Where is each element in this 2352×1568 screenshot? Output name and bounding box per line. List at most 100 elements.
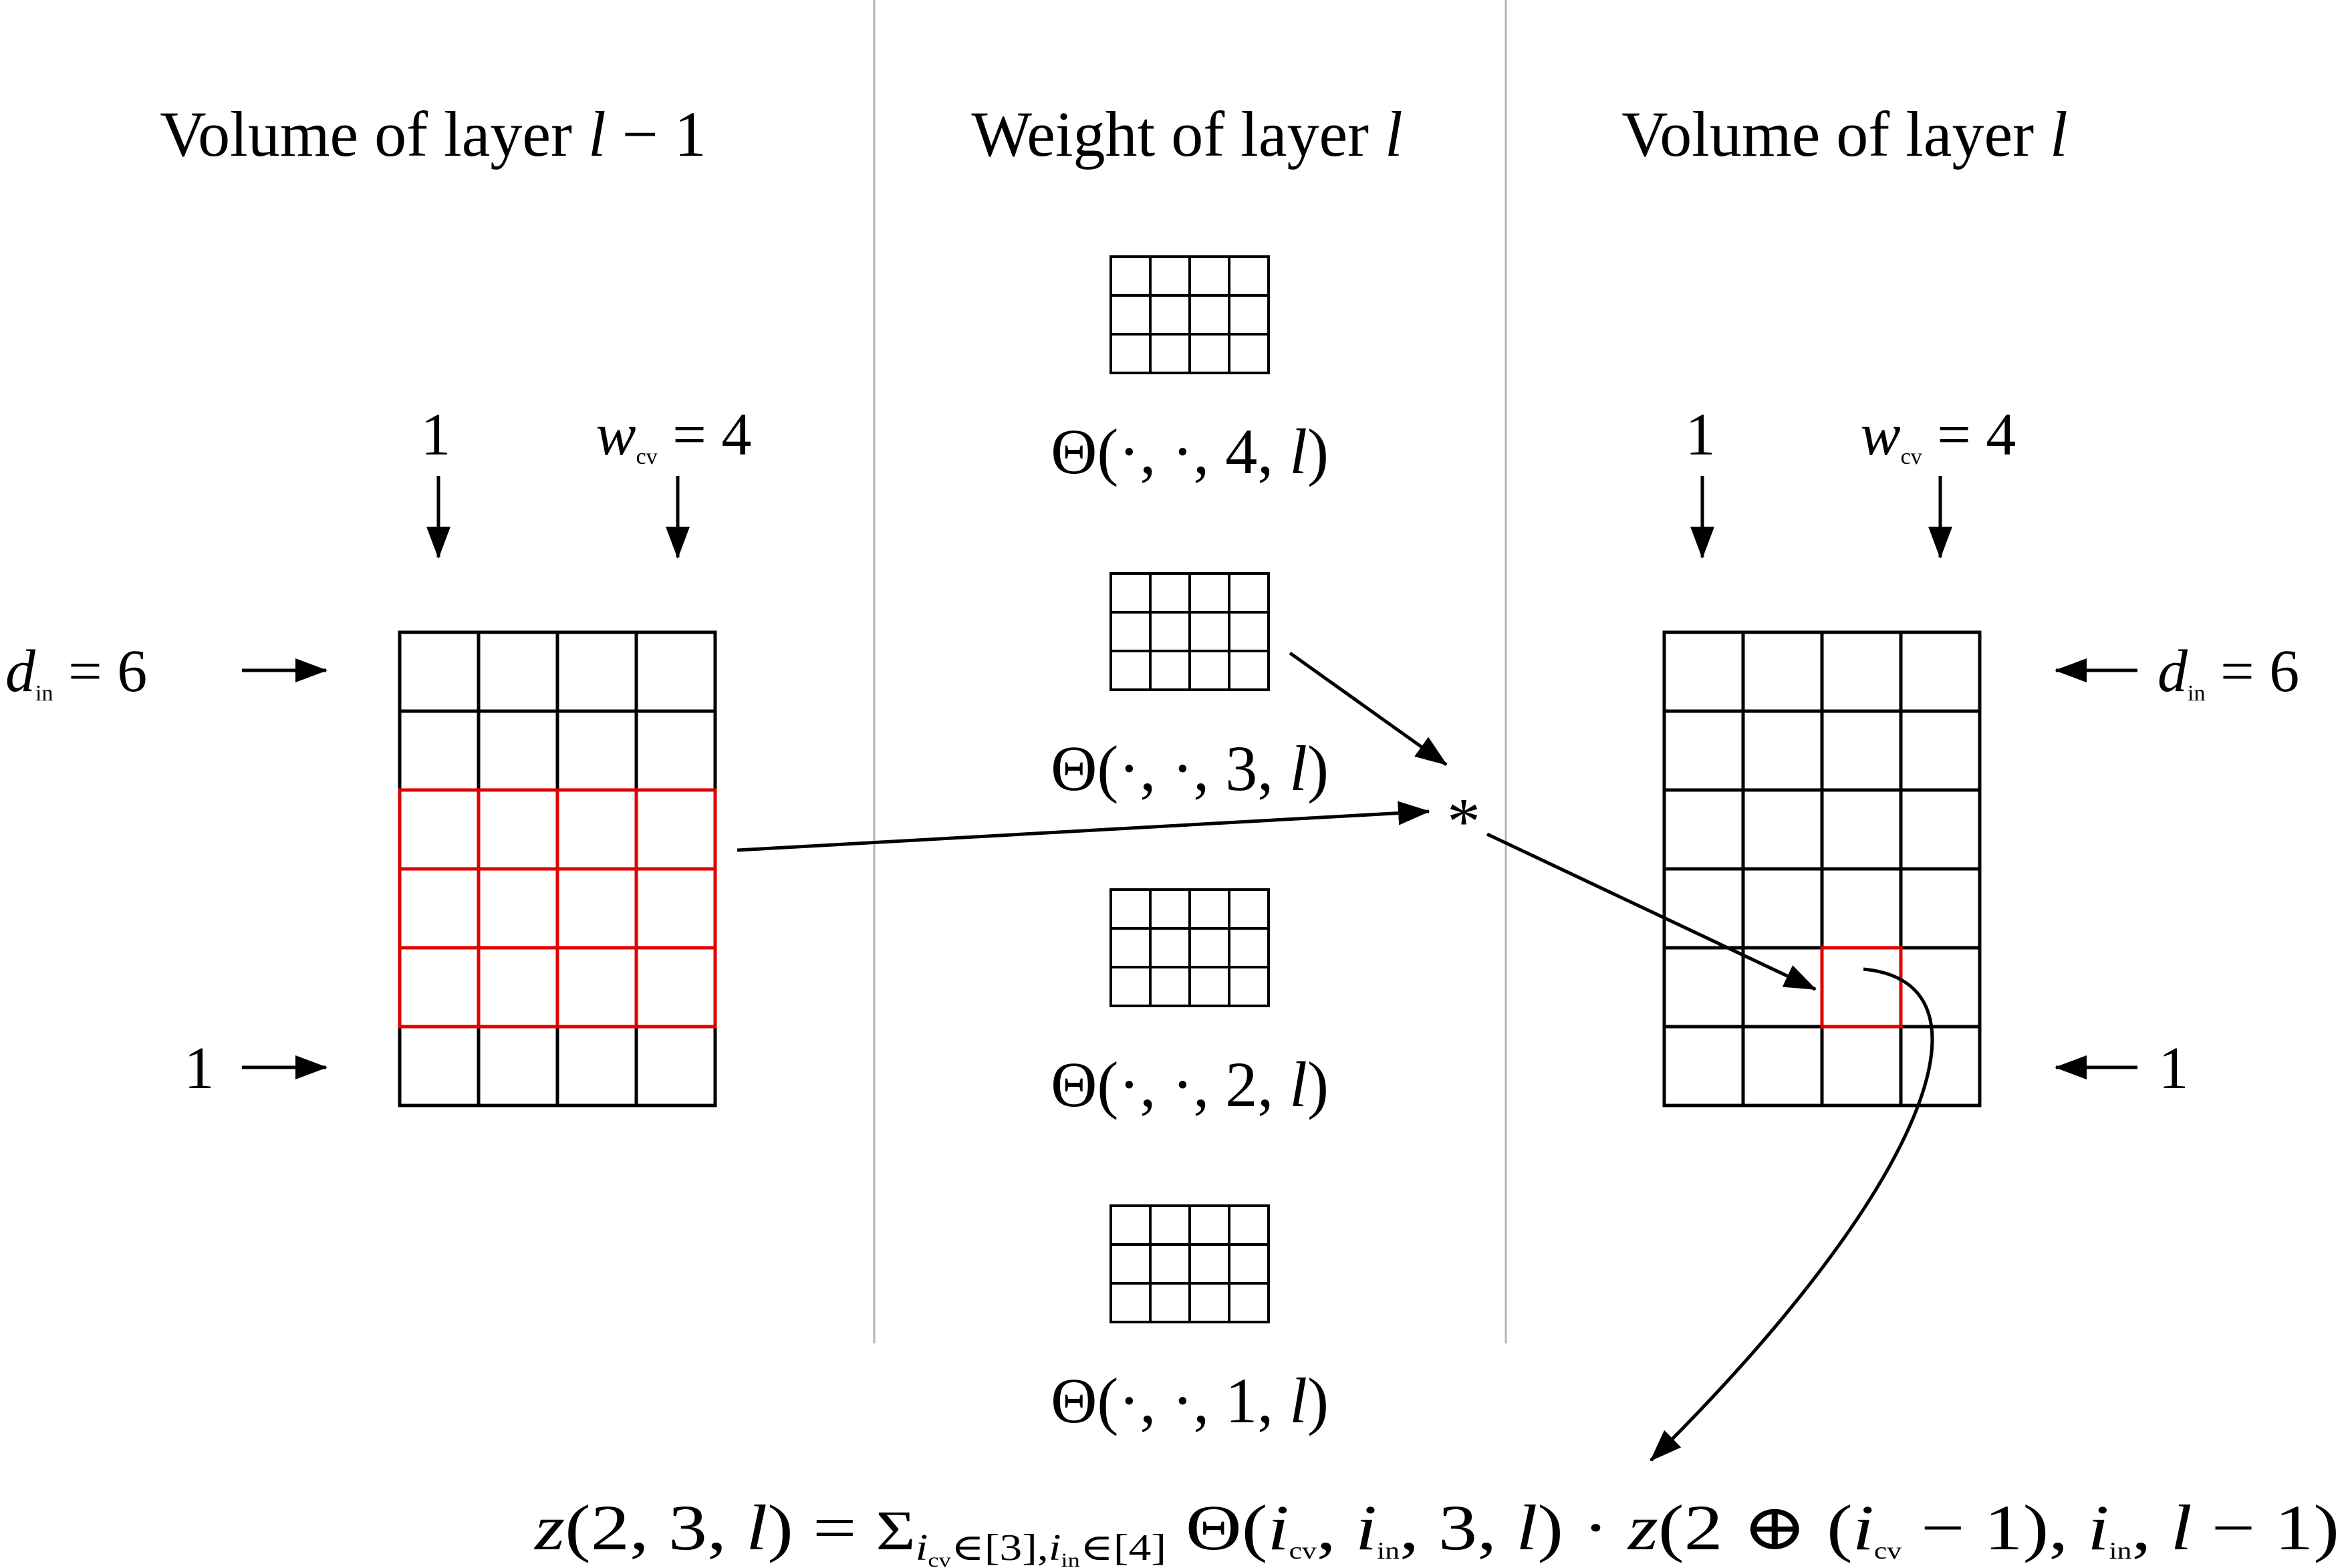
output-volume-cell bbox=[1820, 709, 1903, 792]
weight-cell bbox=[1149, 1243, 1191, 1285]
output-volume-cell bbox=[1741, 788, 1824, 871]
input-volume-highlighted-cell bbox=[398, 788, 481, 871]
output-volume-cell bbox=[1899, 709, 1982, 792]
output-top-label-wcv: wcv = 4 bbox=[1861, 402, 2016, 469]
weight-filter-2: Θ(·, ·, 2, l) bbox=[1051, 888, 1329, 1120]
output-volume-cell bbox=[1662, 946, 1745, 1029]
weight-cell bbox=[1109, 966, 1152, 1007]
input-volume-cell bbox=[477, 630, 559, 713]
output-volume-highlighted-cell bbox=[1820, 946, 1903, 1029]
weight-cell bbox=[1228, 333, 1270, 374]
input-volume-highlighted-cell bbox=[555, 788, 638, 871]
output-volume-cell bbox=[1741, 709, 1824, 792]
weight-cell bbox=[1109, 1204, 1152, 1246]
output-volume-cell bbox=[1662, 788, 1745, 871]
weight-cell bbox=[1109, 888, 1152, 930]
input-volume-highlighted-cell bbox=[477, 788, 559, 871]
weight-filter-4: Θ(·, ·, 4, l) bbox=[1051, 255, 1329, 487]
weight-label: Θ(·, ·, 3, l) bbox=[1051, 733, 1329, 804]
input-volume-cell bbox=[634, 709, 717, 792]
arrow-operator-to-output bbox=[1486, 832, 1817, 991]
weight-cell bbox=[1188, 927, 1230, 968]
weight-cell bbox=[1188, 572, 1230, 614]
output-volume-cell bbox=[1741, 867, 1824, 950]
weight-cell bbox=[1149, 1282, 1191, 1323]
input-side-label-din: din = 6 bbox=[5, 638, 147, 706]
input-volume-cell bbox=[555, 709, 638, 792]
weight-cell bbox=[1149, 333, 1191, 374]
weight-cell bbox=[1109, 255, 1152, 297]
output-top-label-1: 1 bbox=[1686, 402, 1716, 468]
input-volume-cell bbox=[477, 1025, 559, 1107]
input-volume-highlighted-cell bbox=[398, 867, 481, 950]
input-volume-cell bbox=[634, 1025, 717, 1107]
weight-cell bbox=[1228, 294, 1270, 336]
weight-cell bbox=[1188, 1282, 1230, 1323]
weight-cell bbox=[1228, 1282, 1270, 1323]
output-volume-cell bbox=[1662, 709, 1745, 792]
weight-cell bbox=[1149, 294, 1191, 336]
output-volume-cell bbox=[1741, 630, 1824, 713]
output-volume-cell bbox=[1820, 630, 1903, 713]
header-input-volume: Volume of layer l − 1 bbox=[160, 98, 706, 170]
convolution-operator: * bbox=[1447, 784, 1480, 858]
header-output-volume: Volume of layer l bbox=[1621, 98, 2067, 170]
input-top-label-1: 1 bbox=[421, 402, 451, 468]
weight-cell bbox=[1109, 1243, 1152, 1285]
weight-cell bbox=[1109, 927, 1152, 968]
weight-cell bbox=[1188, 1204, 1230, 1246]
weight-cell bbox=[1228, 611, 1270, 652]
output-volume-cell bbox=[1820, 1025, 1903, 1107]
output-volume-cell bbox=[1741, 1025, 1824, 1107]
input-volume-highlighted-cell bbox=[555, 946, 638, 1029]
weight-cell bbox=[1188, 333, 1230, 374]
weight-label: Θ(·, ·, 4, l) bbox=[1051, 416, 1329, 487]
output-volume-cell bbox=[1820, 867, 1903, 950]
output-volume-cell bbox=[1899, 630, 1982, 713]
output-volume-cell bbox=[1820, 788, 1903, 871]
weight-cell bbox=[1149, 255, 1191, 297]
weight-cell bbox=[1149, 888, 1191, 930]
input-volume-cell bbox=[555, 630, 638, 713]
input-volume-highlighted-cell bbox=[477, 946, 559, 1029]
input-volume-highlighted-cell bbox=[398, 946, 481, 1029]
input-top-label-wcv: wcv = 4 bbox=[596, 402, 752, 469]
weight-filter-1: Θ(·, ·, 1, l) bbox=[1051, 1204, 1329, 1436]
weight-cell bbox=[1109, 650, 1152, 691]
arrow-input-to-operator bbox=[737, 801, 1430, 852]
output-volume-grid bbox=[1662, 630, 1982, 1107]
input-volume-cell bbox=[398, 630, 481, 713]
output-volume-cell bbox=[1899, 867, 1982, 950]
weight-label: Θ(·, ·, 1, l) bbox=[1051, 1365, 1329, 1436]
weight-cell bbox=[1188, 650, 1230, 691]
input-side-label-1: 1 bbox=[184, 1035, 215, 1101]
weight-cell bbox=[1109, 333, 1152, 374]
input-volume-highlighted-cell bbox=[477, 867, 559, 950]
weight-cell bbox=[1228, 966, 1270, 1007]
input-volume-grid bbox=[398, 630, 717, 1107]
weight-cell bbox=[1149, 572, 1191, 614]
weight-cell bbox=[1149, 1204, 1191, 1246]
input-volume-highlighted-cell bbox=[634, 788, 717, 871]
weight-cell bbox=[1109, 611, 1152, 652]
weight-label: Θ(·, ·, 2, l) bbox=[1051, 1049, 1329, 1120]
weight-cell bbox=[1188, 888, 1230, 930]
output-volume-cell bbox=[1899, 1025, 1982, 1107]
weight-cell bbox=[1149, 966, 1191, 1007]
weight-cell bbox=[1228, 888, 1270, 930]
weight-cell bbox=[1228, 927, 1270, 968]
arrow-weight-to-operator bbox=[1289, 651, 1448, 767]
header-weights: Weight of layer l bbox=[971, 98, 1402, 170]
input-volume-highlighted-cell bbox=[634, 867, 717, 950]
weight-cell bbox=[1228, 650, 1270, 691]
weight-cell bbox=[1149, 650, 1191, 691]
input-volume-highlighted-cell bbox=[634, 946, 717, 1029]
input-volume-highlighted-cell bbox=[555, 867, 638, 950]
input-volume-cell bbox=[555, 1025, 638, 1107]
arrow-output-to-formula bbox=[1650, 967, 1934, 1462]
weight-cell bbox=[1149, 611, 1191, 652]
weight-filters: Θ(·, ·, 4, l) Θ(·, ·, 3, l) Θ(·, ·, 2, l) Θ… bbox=[1051, 255, 1329, 1436]
weight-cell bbox=[1228, 1204, 1270, 1246]
